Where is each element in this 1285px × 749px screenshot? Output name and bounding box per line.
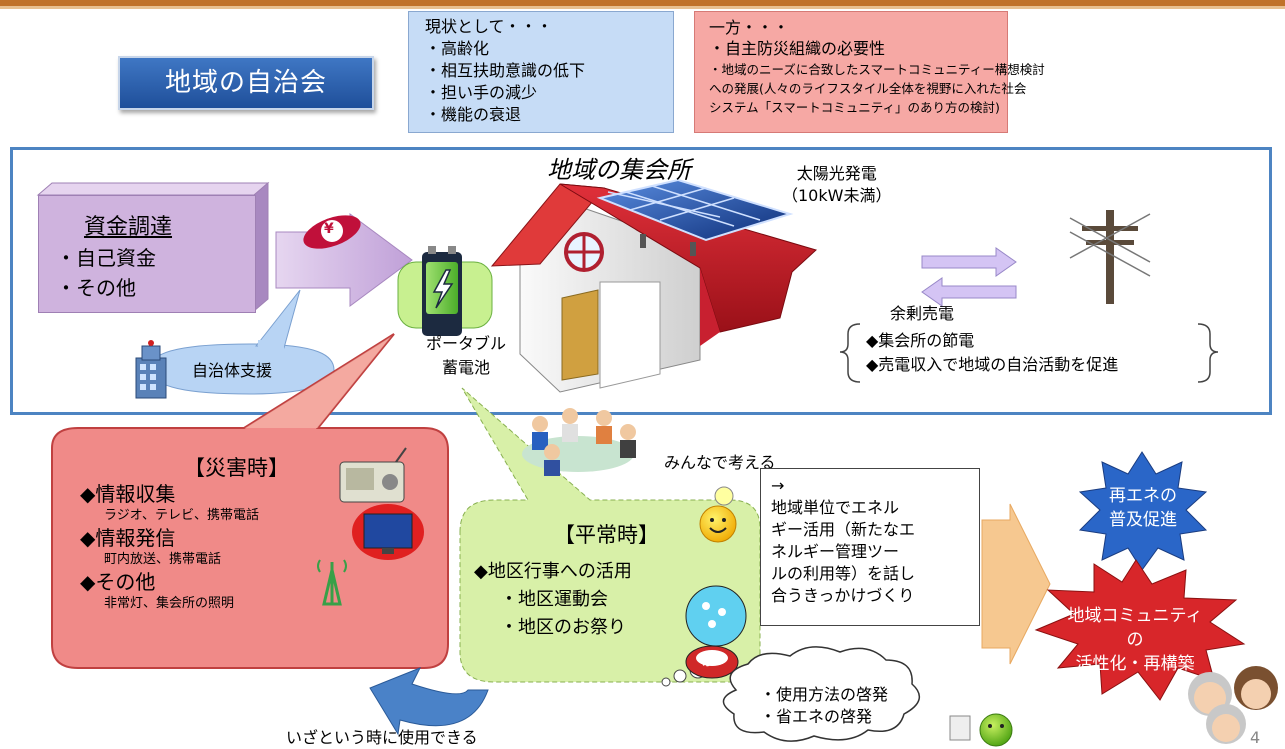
community-revitalization-starburst xyxy=(1034,559,1246,701)
benefit-item: ◆集会所の節電 xyxy=(866,331,975,350)
disaster-item-detail: 町内放送、携帯電話 xyxy=(104,552,222,567)
idea-smiley-icon xyxy=(699,486,737,543)
discussion-line: → xyxy=(771,476,785,495)
city-hall-building-icon xyxy=(135,340,167,399)
community-line: 活性化・再構築 xyxy=(1075,654,1195,674)
hall-title: 地域の集会所 xyxy=(547,156,691,184)
status-heading: 現状として・・・ xyxy=(425,17,553,36)
top-accent-bar xyxy=(0,0,1285,6)
funding-heading: 資金調達 xyxy=(84,215,173,240)
yen-symbol: ¥ xyxy=(324,221,334,237)
discussion-line: 合うきっかけづくり xyxy=(771,586,915,605)
normal-heading: 【平常時】 xyxy=(554,523,659,547)
status-item: ・相互扶助意識の低下 xyxy=(425,61,586,80)
benefit-item: ◆売電収入で地域の自治活動を促進 xyxy=(866,355,1119,374)
disaster-item-detail: ラジオ、テレビ、携帯電話 xyxy=(104,508,259,523)
awareness-cloud xyxy=(722,646,921,742)
television-icon xyxy=(352,504,424,560)
cloud-line: ・省エネの啓発 xyxy=(760,707,873,726)
meanwhile-detail-line: への発展(人々のライフスタイル全体を視野に入れた社会 xyxy=(709,81,1027,96)
top-accent-bar-light xyxy=(0,6,1285,9)
status-item: ・機能の衰退 xyxy=(425,105,522,124)
normal-sub-item: ・地区のお祭り xyxy=(500,617,626,638)
benefits-list: ◆集会所の節電 ◆売電収入で地域の自治活動を促進 xyxy=(866,329,1118,377)
utility-pole-icon xyxy=(1069,210,1151,304)
festival-fan-icon xyxy=(685,585,747,647)
renewable-line: 再エネの xyxy=(1109,486,1177,506)
funding-item: ・その他 xyxy=(56,276,136,300)
page-number: 4 xyxy=(1250,728,1261,747)
normal-sub-item: ・地区運動会 xyxy=(500,589,608,610)
cloud-line: ・使用方法の啓発 xyxy=(760,685,889,704)
elderly-people-illustration xyxy=(1188,666,1278,744)
think-together-label: みんなで考える xyxy=(664,453,776,472)
funding-box xyxy=(38,195,256,313)
festival-char: 祭 xyxy=(702,654,716,669)
outcome-arrow xyxy=(981,503,1051,665)
disaster-bubble xyxy=(51,333,449,669)
emergency-use-caption: いざという時に使用できる xyxy=(286,728,478,747)
meanwhile-detail-line: ・地域のニーズに合致したスマートコミュニティー構想検討 xyxy=(709,62,1045,77)
disaster-content: 【災害時】 ◆情報収集 ラジオ、テレビ、携帯電話 ◆情報発信 町内放送、携帯電話… xyxy=(80,454,289,614)
battery-label-line: 蓄電池 xyxy=(442,358,491,377)
community-hall-house-illustration xyxy=(490,183,817,393)
switch-smiley-icon xyxy=(949,713,1013,747)
solar-label-line: （10kW未満） xyxy=(782,186,892,205)
awareness-cloud-text: ・使用方法の啓発 ・省エネの啓発 xyxy=(760,684,888,728)
funding-text: 資金調達 ・自己資金 ・その他 xyxy=(56,213,172,303)
page-title: 地域の自治会 xyxy=(118,56,374,110)
yen-coin-icon xyxy=(303,215,361,249)
support-bubble xyxy=(149,343,335,395)
solar-label-line: 太陽光発電 xyxy=(796,164,877,183)
solar-label: 太陽光発電 （10kW未満） xyxy=(782,163,891,207)
radio-icon xyxy=(339,447,407,503)
meeting-people-illustration xyxy=(522,408,636,476)
funding-box-side xyxy=(253,181,269,313)
discussion-line: ルの利用等）を話し xyxy=(771,564,916,583)
disaster-item-title: ◆情報発信 xyxy=(80,526,176,550)
community-line: の xyxy=(1126,630,1144,650)
battery-label: ポータブル 蓄電池 xyxy=(426,332,506,380)
disaster-heading: 【災害時】 xyxy=(184,456,289,480)
surplus-sale-label: 余剰売電 xyxy=(890,304,955,323)
benefits-left-bracket xyxy=(839,323,861,383)
benefits-right-bracket xyxy=(1197,323,1219,383)
community-outcome-text: 地域コミュニティ の 活性化・再構築 xyxy=(1040,604,1230,676)
normal-time-content: 【平常時】 ◆地区行事への活用 ・地区運動会 ・地区のお祭り xyxy=(474,520,659,642)
discussion-line: 地域単位でエネル xyxy=(771,498,900,517)
battery-label-line: ポータブル xyxy=(426,334,507,353)
return-arrow xyxy=(369,667,489,736)
renewable-outcome-text: 再エネの 普及促進 xyxy=(1088,484,1198,532)
funding-item: ・自己資金 xyxy=(56,246,156,270)
meanwhile-heading: 一方・・・ xyxy=(709,18,790,37)
portable-battery-icon xyxy=(397,246,493,336)
broadcast-tower-icon xyxy=(317,559,347,606)
community-line: 地域コミュニティ xyxy=(1067,606,1203,626)
disaster-item-detail: 非常灯、集会所の照明 xyxy=(104,596,235,611)
discussion-line: ギー活用（新たなエ xyxy=(771,520,916,539)
meanwhile-detail-line: システム「スマートコミュニティ」のあり方の検討) xyxy=(709,100,1000,115)
renewable-line: 普及促進 xyxy=(1109,510,1177,530)
current-status-box: 現状として・・・ ・高齢化 ・相互扶助意識の低下 ・担い手の減少 ・機能の衰退 xyxy=(408,11,674,133)
status-item: ・担い手の減少 xyxy=(425,83,538,102)
discussion-line: ネルギー管理ツー xyxy=(771,542,900,561)
solar-panel-icon xyxy=(596,178,794,256)
funding-box-top xyxy=(36,182,270,196)
support-label: 自治体支援 xyxy=(192,361,273,380)
normal-item: ◆地区行事への活用 xyxy=(474,561,632,582)
meanwhile-item: ・自主防災組織の必要性 xyxy=(709,39,886,58)
disaster-item-title: ◆情報収集 xyxy=(80,482,176,506)
meanwhile-box: 一方・・・ ・自主防災組織の必要性 ・地域のニーズに合致したスマートコミュニティ… xyxy=(694,11,1045,133)
discussion-box: → 地域単位でエネル ギー活用（新たなエ ネルギー管理ツー ルの利用等）を話し … xyxy=(760,468,980,626)
status-item: ・高齢化 xyxy=(425,39,490,58)
festival-drum-icon xyxy=(685,645,739,679)
power-exchange-arrows xyxy=(921,247,1017,307)
disaster-item-title: ◆その他 xyxy=(80,570,156,594)
